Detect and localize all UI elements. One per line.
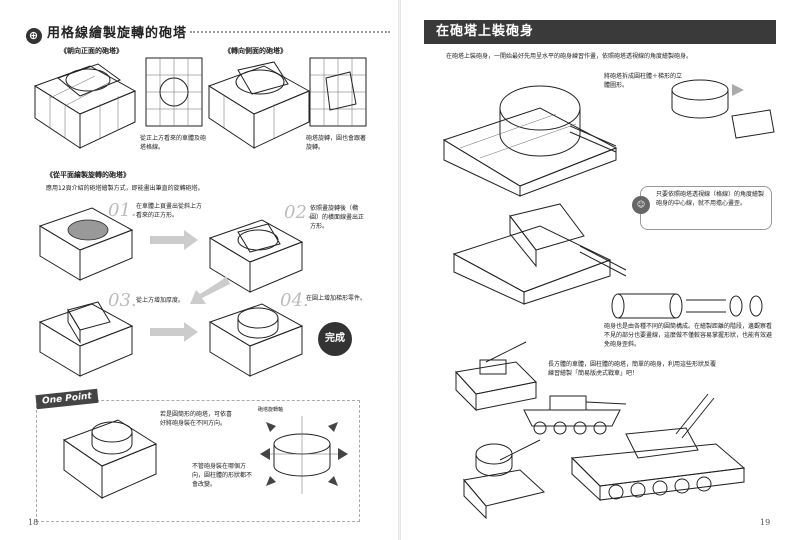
section-plan-intro: 應用12頁介紹的砲塔繪製方式，即能畫出筆直的旋轉砲塔。 — [46, 185, 204, 192]
side-turret-plan — [309, 57, 367, 127]
turret-note: 將砲塔拆成圓柱體＋梯形的立體圖形。 — [604, 73, 683, 89]
tip-text: 只要依照砲塔透視線（格線）的角度繪製砲身的中心線，就不用擔心畫歪。 — [656, 191, 765, 207]
tiger-tank-sketch-2 — [523, 395, 627, 435]
arrow-down-left-icon — [190, 276, 230, 304]
step-02-number: 02. — [284, 202, 313, 223]
step-03-sketch — [38, 301, 134, 377]
tiger-tank-sketch-1 — [455, 341, 538, 412]
step-04-number: 04. — [280, 290, 309, 311]
mascot-icon: ☺ — [632, 196, 650, 214]
page-number-right: 19 — [760, 518, 771, 527]
barrel-parts-sketch — [611, 293, 763, 319]
barrel-text: 砲身也是由各種不同的圓筒構成。在繪製距離的階段，邊觀察看不見的部分也要畫線，這麼… — [604, 323, 773, 348]
tiger-tank-sketch-3 — [463, 439, 546, 520]
cylinder-turret-sketch — [62, 419, 158, 499]
step-04-text: 在圓上增加梯形零件。 — [306, 295, 367, 302]
section-icon: ⊕ — [26, 28, 42, 44]
rotation-axis-label: 砲塔旋轉軸 — [258, 407, 284, 413]
tank-hull-turret-sketch — [442, 85, 618, 197]
step-02-sketch — [208, 219, 304, 293]
tiger-tank-sketch-main — [570, 393, 746, 502]
one-point-text-2: 不管砲身裝在哪個方向，圓柱體的形狀都不會改變。 — [192, 463, 253, 488]
left-page: ⊕用格線繪製旋轉的砲塔 《朝向正面的砲塔》 《轉向側面的砲塔》 從正上方看來的車… — [0, 0, 399, 540]
left-page-title: ⊕用格線繪製旋轉的砲塔 — [26, 22, 187, 44]
complete-badge: 完成 — [318, 322, 352, 356]
cylinder-trapezoid-sketch — [671, 79, 775, 139]
right-page-intro: 在砲塔上裝砲身，一開始最好先用呈水平的砲身練習作畫，依照砲塔透視線的角度繪製砲身… — [446, 53, 693, 60]
section-plan-label: 《從平面繪製旋轉的砲塔》 — [46, 171, 130, 179]
title-divider — [190, 31, 390, 33]
tip-bubble — [640, 186, 772, 230]
step-01-number: 01. — [108, 200, 137, 221]
arrow-right-icon — [150, 230, 198, 250]
side-turret-sketch — [207, 61, 311, 149]
step-04-sketch — [208, 303, 304, 377]
step-01-sketch — [38, 207, 134, 281]
page-gutter — [398, 0, 401, 540]
step-02-text: 依照畫旋轉後（橢圓）的橫面線畫出正方形。 — [310, 205, 365, 230]
caption-front: 從正上方看來的車體及砲塔格線。 — [140, 135, 207, 151]
step-01-text: 在車體上頁畫出從斜上方看來的正方形。 — [136, 203, 203, 219]
step-03-number: 03. — [108, 290, 137, 311]
right-page-title: 在砲塔上裝砲身 — [424, 20, 776, 44]
bottom-text: 長方體的車體，圓柱體的砲塔，簡單的砲身，利用這些形狀反覆練習繪製「簡易版虎式戰車… — [548, 361, 717, 377]
arrow-right-icon — [150, 322, 198, 342]
front-turret-plan — [145, 57, 203, 127]
section-side-label: 《轉向側面的砲塔》 — [224, 47, 287, 55]
page-number-left: 18 — [28, 518, 39, 527]
one-point-box — [36, 400, 360, 522]
one-point-text-1: 若是圓筒形的砲塔，可依喜好將砲身裝在不同方向。 — [160, 411, 233, 427]
section-front-label: 《朝向正面的砲塔》 — [60, 47, 123, 55]
rotation-axis-diagram — [260, 416, 348, 494]
caption-side: 砲塔旋轉，圓也會跟著旋轉。 — [306, 135, 367, 151]
tank-with-barrel-sketch — [452, 203, 627, 305]
front-turret-sketch — [33, 63, 137, 149]
step-03-text: 從上方增加厚度。 — [136, 297, 185, 304]
